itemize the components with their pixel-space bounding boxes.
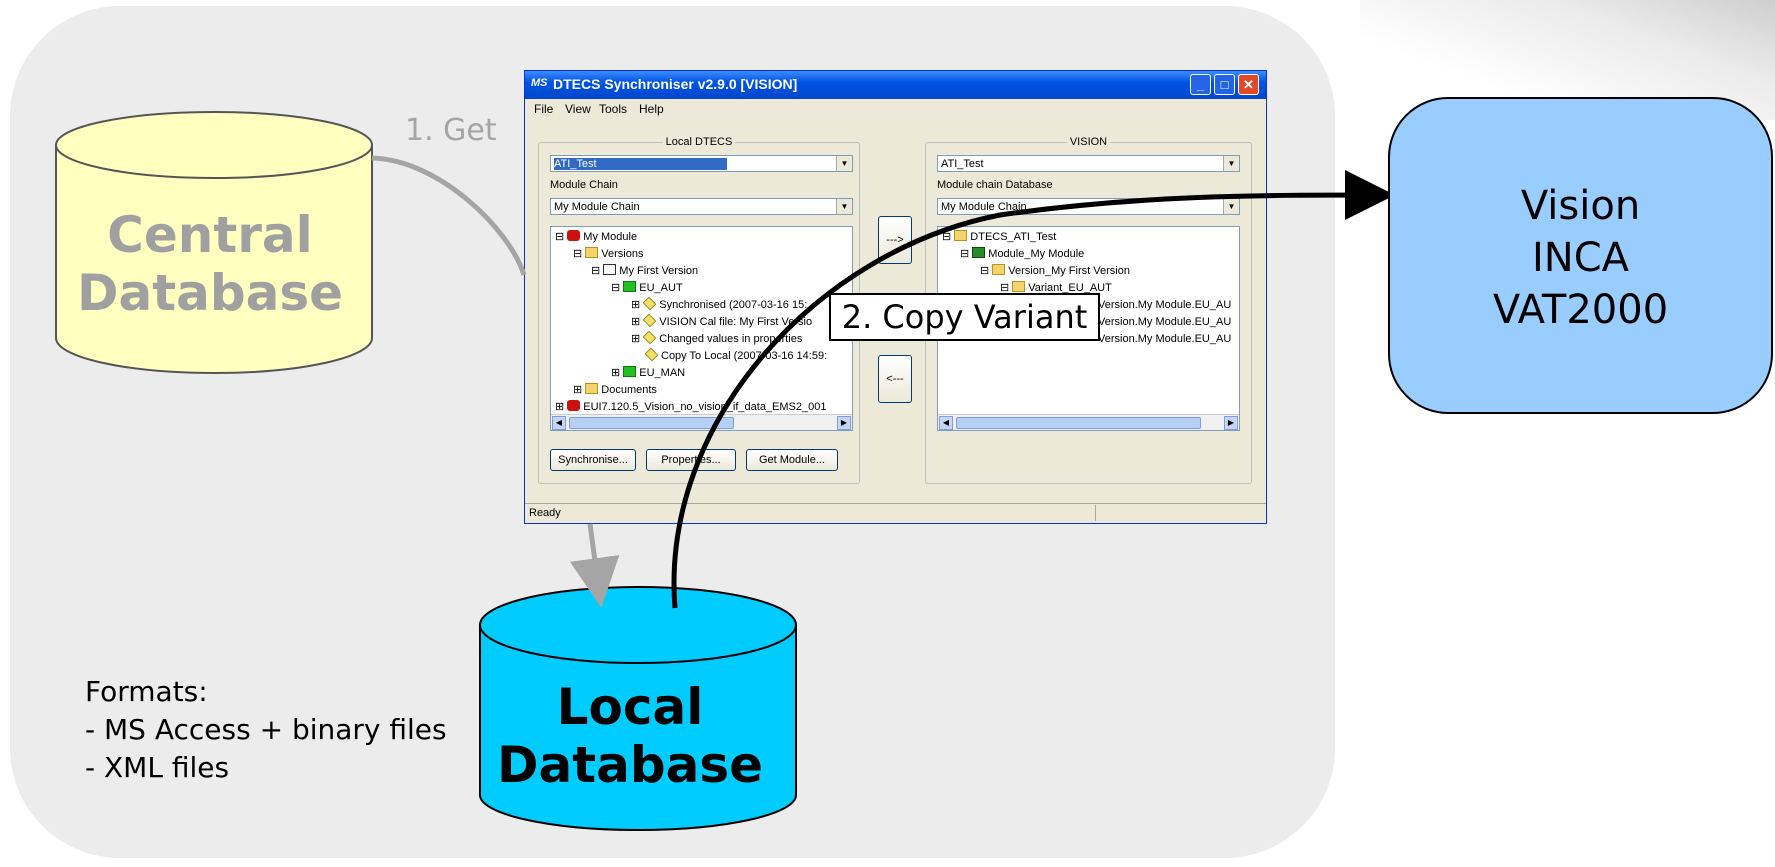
chevron-down-icon[interactable]: ▼ xyxy=(1223,199,1239,214)
status-text: Ready xyxy=(529,507,561,519)
tree-node[interactable]: ⊟ My First Version xyxy=(591,264,699,277)
copy-variant-arrow xyxy=(671,170,1395,609)
left-module-chain-value: My Module Chain xyxy=(554,201,640,213)
left-module-chain-label: Module Chain xyxy=(550,179,618,191)
minimize-button[interactable]: _ xyxy=(1190,74,1211,95)
left-horizontal-scrollbar[interactable]: ◀ ▶ xyxy=(551,414,852,430)
local-dtecs-title: Local DTECS xyxy=(665,136,733,148)
copy-variant-label: 2. Copy Variant xyxy=(829,293,1100,341)
folder-icon xyxy=(585,247,599,258)
tree-node[interactable]: ⊞ EUI7.120.5_Vision_no_vision_if_data_EM… xyxy=(555,400,827,413)
get-arrow xyxy=(371,155,527,276)
scroll-left-icon[interactable]: ◀ xyxy=(939,416,953,430)
tree-node[interactable]: ⊞ EU_MAN xyxy=(611,366,686,379)
vision-tools-label: Vision INCA VAT2000 xyxy=(1388,180,1773,336)
right-module-chain-label: Module chain Database xyxy=(937,179,1053,191)
tree-node[interactable]: ⊟ DTECS_ATI_Test xyxy=(942,230,1057,243)
tree-node[interactable]: Version.My Module.EU_AU xyxy=(1098,333,1232,345)
vision-tools-box xyxy=(1388,97,1773,414)
folder-icon xyxy=(585,383,599,394)
module-icon xyxy=(972,247,986,258)
copy-right-button[interactable]: ---> xyxy=(878,216,912,264)
tree-node[interactable]: ⊟ Versions xyxy=(573,247,644,260)
synchronise-button[interactable]: Synchronise... xyxy=(550,449,636,471)
tree-node[interactable]: ⊟ My Module xyxy=(555,230,638,243)
scroll-right-icon[interactable]: ▶ xyxy=(1224,416,1238,430)
left-project-value: ATI_Test xyxy=(554,158,727,170)
vision-line1: Vision xyxy=(1520,183,1641,229)
get-step-label: 1. Get xyxy=(405,113,497,148)
variant-icon xyxy=(623,366,637,377)
tree-node[interactable]: ⊟ Variant_EU_AUT xyxy=(1000,281,1112,294)
variant-icon xyxy=(623,281,637,292)
tree-node[interactable]: ⊞ Changed values in properties xyxy=(631,330,802,346)
red-cube-icon xyxy=(567,400,581,411)
left-project-select[interactable]: ATI_Test ▼ xyxy=(550,155,853,172)
central-db-line2: Database xyxy=(76,264,344,322)
folder-icon xyxy=(992,264,1006,275)
vision-line2: INCA xyxy=(1531,235,1629,281)
local-db-line1: Local xyxy=(556,678,704,736)
status-bar xyxy=(525,503,1266,524)
properties-button[interactable]: Properties... xyxy=(646,449,736,471)
formats-title: Formats: xyxy=(85,675,208,708)
left-tree-view[interactable]: ⊟ My Module ⊟ Versions ⊟ My First Versio… xyxy=(550,226,853,431)
scroll-right-icon[interactable]: ▶ xyxy=(837,416,851,430)
get-arrow-lower xyxy=(569,523,620,608)
tree-node[interactable]: ⊞ VISION Cal file: My First Versio xyxy=(631,313,812,329)
red-cube-icon xyxy=(567,230,581,241)
local-database-cylinder xyxy=(479,586,797,831)
maximize-button[interactable]: □ xyxy=(1214,74,1235,95)
window-title: DTECS Synchroniser v2.9.0 [VISION] xyxy=(553,76,798,92)
get-module-button[interactable]: Get Module... xyxy=(746,449,838,471)
tree-node[interactable]: ⊞ Documents xyxy=(573,383,657,396)
chevron-down-icon[interactable]: ▼ xyxy=(836,156,852,171)
central-database-label: Central Database xyxy=(60,206,360,322)
menu-tools[interactable]: Tools xyxy=(599,102,628,116)
scroll-left-icon[interactable]: ◀ xyxy=(552,416,566,430)
folder-icon xyxy=(1012,281,1026,292)
title-bar[interactable] xyxy=(525,71,1266,99)
vision-group-title: VISION xyxy=(1069,136,1108,148)
folder-icon xyxy=(954,230,968,241)
tree-node[interactable]: ⊟ EU_AUT xyxy=(611,281,683,294)
formats-item-1: - MS Access + binary files xyxy=(85,713,447,746)
tree-node[interactable]: Version.My Module.EU_AU xyxy=(1098,299,1232,311)
version-icon xyxy=(603,264,617,275)
formats-note: Formats: - MS Access + binary files - XM… xyxy=(85,673,447,787)
chevron-down-icon[interactable]: ▼ xyxy=(1223,156,1239,171)
local-db-line2: Database xyxy=(496,736,764,794)
right-module-chain-value: My Module Chain xyxy=(941,201,1027,213)
vision-line3: VAT2000 xyxy=(1492,287,1669,333)
right-horizontal-scrollbar[interactable]: ◀ ▶ xyxy=(938,414,1239,430)
menu-help[interactable]: Help xyxy=(639,102,664,116)
scroll-thumb[interactable] xyxy=(956,417,1201,429)
scroll-thumb[interactable] xyxy=(569,417,734,429)
menu-view[interactable]: View xyxy=(565,102,591,116)
local-database-label: Local Database xyxy=(485,678,775,794)
menu-file[interactable]: File xyxy=(534,102,554,116)
tree-node[interactable]: ⊟ Version_My First Version xyxy=(980,264,1130,277)
tree-node[interactable]: Copy To Local (2007-03-16 14:59: xyxy=(644,347,827,363)
tree-node[interactable]: ⊟ Module_My Module xyxy=(960,247,1085,260)
app-icon: MS xyxy=(531,77,548,89)
right-project-value: ATI_Test xyxy=(941,158,984,170)
dtecs-synchroniser-window: MS DTECS Synchroniser v2.9.0 [VISION] _ … xyxy=(524,70,1267,524)
formats-item-2: - XML files xyxy=(85,751,230,784)
right-project-select[interactable]: ATI_Test ▼ xyxy=(937,155,1240,172)
central-database-cylinder xyxy=(55,111,373,374)
tree-node[interactable]: ⊞ Synchronised (2007-03-16 15: xyxy=(631,296,807,312)
tree-node[interactable]: Version.My Module.EU_AU xyxy=(1098,316,1232,328)
copy-left-button[interactable]: <--- xyxy=(878,355,912,403)
left-module-chain-select[interactable]: My Module Chain ▼ xyxy=(550,198,853,215)
chevron-down-icon[interactable]: ▼ xyxy=(836,199,852,214)
status-divider xyxy=(1095,505,1096,521)
close-button[interactable]: ✕ xyxy=(1238,74,1259,95)
central-db-line1: Central xyxy=(107,206,313,264)
